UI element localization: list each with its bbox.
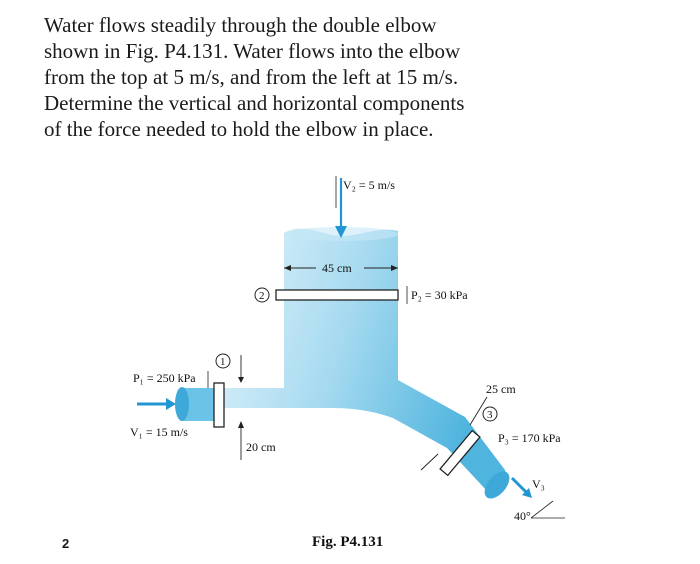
- flange-1: [213, 382, 225, 428]
- problem-statement: Water flows steadily through the double …: [44, 12, 544, 142]
- section-3-num: 3: [487, 409, 493, 421]
- sec1-pointer-head: [238, 377, 244, 383]
- p3-label: P₃ = 170 kPa: [498, 431, 561, 445]
- dim-25-pointer-top: [469, 396, 488, 426]
- section-3-marker: [482, 406, 498, 422]
- dim-45-arrow-left: [284, 265, 291, 271]
- problem-line: Water flows steadily through the double …: [44, 13, 437, 37]
- section-2-marker: [254, 287, 270, 303]
- problem-line: shown in Fig. P4.131. Water flows into t…: [44, 39, 461, 63]
- v2-label: V₂ = 5 m/s: [343, 178, 395, 192]
- width-top-label: 45 cm: [322, 261, 352, 275]
- inlet-end: [175, 387, 189, 421]
- outlet-end: [484, 471, 510, 499]
- v3-label: V₃: [532, 477, 545, 491]
- problem-line: from the top at 5 m/s, and from the left…: [44, 65, 459, 89]
- v3-arrowhead: [522, 488, 532, 498]
- v2-arrowhead: [335, 226, 347, 238]
- v1-arrowhead: [166, 398, 176, 410]
- v3-arrow: [510, 476, 529, 495]
- dim-25-pointer-bottom: [420, 453, 439, 471]
- p2-label: P₂ = 30 kPa: [411, 288, 468, 302]
- flange-2: [275, 289, 399, 301]
- problem-line: Determine the vertical and horizontal co…: [44, 91, 465, 115]
- problem-line: of the force needed to hold the elbow in…: [44, 117, 434, 141]
- dim-20-arrow: [238, 421, 244, 428]
- page-number: 2: [62, 536, 70, 551]
- section-1-marker: [215, 353, 231, 369]
- diam-out-label: 25 cm: [486, 382, 516, 396]
- angle-label: 40°: [514, 509, 531, 523]
- section-2-num: 2: [259, 290, 265, 302]
- dim-45-arrow-right: [391, 265, 398, 271]
- figure-caption: Fig. P4.131: [312, 534, 383, 550]
- v1-label: V₁ = 15 m/s: [130, 425, 188, 439]
- section-1-num: 1: [220, 356, 226, 368]
- flange-3: [439, 429, 481, 477]
- p1-label: P₁ = 250 kPa: [133, 371, 196, 385]
- angle-line: [530, 500, 554, 519]
- diam-left-label: 20 cm: [246, 440, 276, 454]
